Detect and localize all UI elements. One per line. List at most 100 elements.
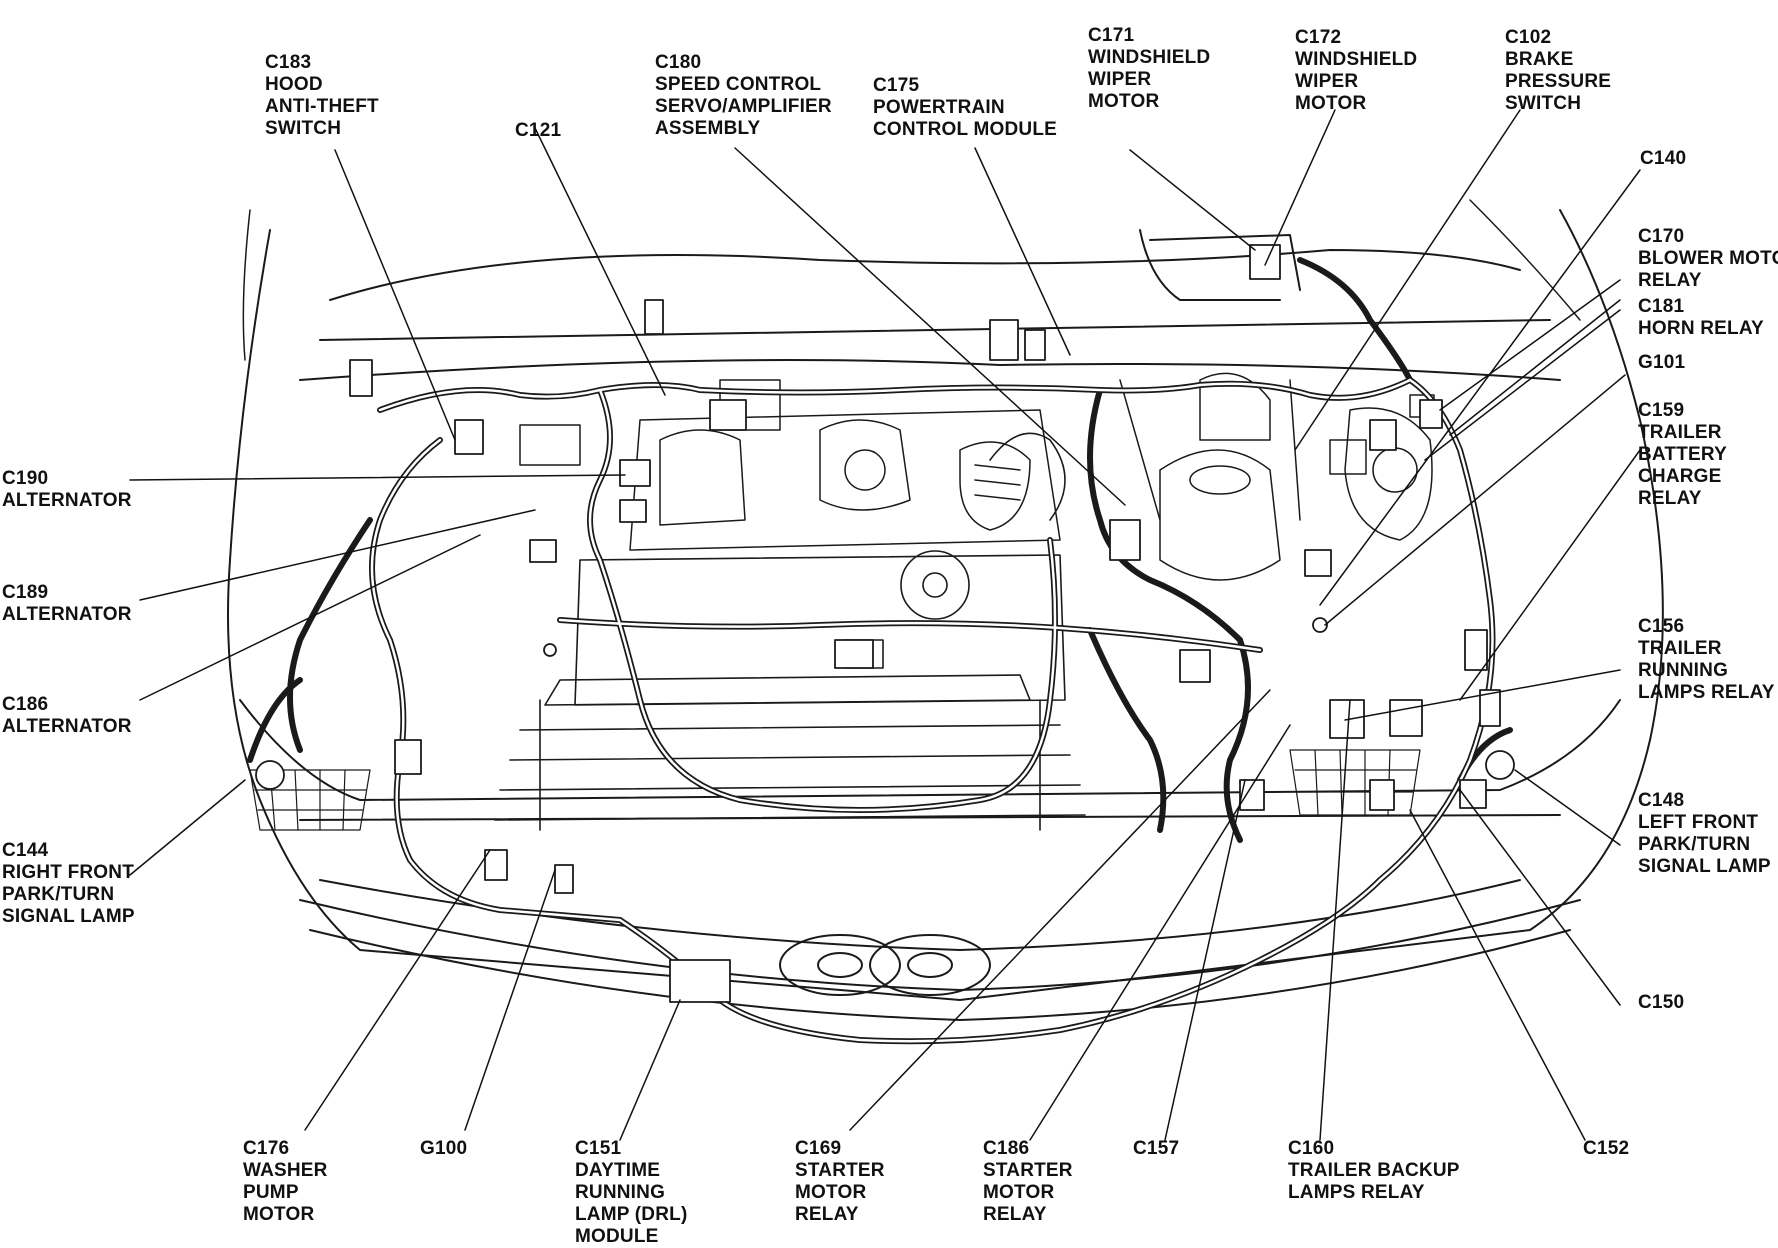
callout-line: LEFT FRONT bbox=[1638, 812, 1759, 833]
callout-c148-left-front-park-turn-signal-lamp: C148 LEFT FRONT PARK/TURN SIGNAL LAMP bbox=[1638, 790, 1771, 878]
callout-c183-hood-anti-theft-switch: C183 HOOD ANTI-THEFT SWITCH bbox=[265, 52, 379, 140]
callout-line: C180 bbox=[655, 52, 702, 73]
callout-c189-alternator: C189 ALTERNATOR bbox=[2, 582, 132, 626]
callout-leader-lines bbox=[129, 109, 1641, 1141]
callout-line: C169 bbox=[795, 1138, 842, 1159]
callout-c171-windshield-wiper-motor: C171 WINDSHIELD WIPER MOTOR bbox=[1088, 25, 1210, 113]
callout-line: C170 bbox=[1638, 226, 1685, 247]
callout-line: WIPER bbox=[1295, 71, 1359, 92]
connectors bbox=[255, 244, 1515, 1003]
callout-line: SPEED CONTROL bbox=[655, 74, 822, 95]
callout-line: C186 bbox=[2, 694, 49, 715]
callout-line: C176 bbox=[243, 1138, 290, 1159]
callout-line: BRAKE bbox=[1505, 49, 1574, 70]
callout-g100: G100 bbox=[420, 1138, 467, 1160]
callout-line: C157 bbox=[1133, 1138, 1180, 1159]
callout-line: C171 bbox=[1088, 25, 1135, 46]
callout-line: C189 bbox=[2, 582, 49, 603]
callout-line: G101 bbox=[1638, 352, 1686, 373]
callout-c176-washer-pump-motor: C176 WASHER PUMP MOTOR bbox=[243, 1138, 328, 1226]
callout-c181-horn-relay: C181 HORN RELAY bbox=[1638, 296, 1764, 340]
callout-line: RELAY bbox=[983, 1204, 1047, 1225]
callout-line: LAMP (DRL) bbox=[575, 1204, 688, 1225]
callout-line: WINDSHIELD bbox=[1088, 47, 1211, 68]
callout-line: WIPER bbox=[1088, 69, 1152, 90]
callout-line: HORN RELAY bbox=[1638, 318, 1764, 339]
callout-line: MOTOR bbox=[243, 1204, 315, 1225]
callout-line: RUNNING bbox=[1638, 660, 1729, 681]
callout-c160-trailer-backup-lamps-relay: C160 TRAILER BACKUP LAMPS RELAY bbox=[1288, 1138, 1460, 1204]
callout-line: MOTOR bbox=[1295, 93, 1367, 114]
callout-line: C160 bbox=[1288, 1138, 1335, 1159]
callout-line: SIGNAL LAMP bbox=[2, 906, 135, 927]
callout-g101: G101 bbox=[1638, 352, 1685, 374]
callout-line: STARTER bbox=[983, 1160, 1073, 1181]
callout-c151-drl-module: C151 DAYTIME RUNNING LAMP (DRL) MODULE bbox=[575, 1138, 687, 1248]
callout-c144-right-front-park-turn-signal-lamp: C144 RIGHT FRONT PARK/TURN SIGNAL LAMP bbox=[2, 840, 135, 928]
callout-line: ANTI-THEFT bbox=[265, 96, 379, 117]
callout-line: C151 bbox=[575, 1138, 622, 1159]
callout-c169-starter-motor-relay: C169 STARTER MOTOR RELAY bbox=[795, 1138, 885, 1226]
callout-line: C152 bbox=[1583, 1138, 1630, 1159]
callout-line: C144 bbox=[2, 840, 49, 861]
callout-line: C156 bbox=[1638, 616, 1685, 637]
callout-line: C102 bbox=[1505, 27, 1552, 48]
callout-line: ASSEMBLY bbox=[655, 118, 761, 139]
callout-line: C172 bbox=[1295, 27, 1342, 48]
callout-c190-alternator: C190 ALTERNATOR bbox=[2, 468, 132, 512]
callout-line: LAMPS RELAY bbox=[1288, 1182, 1425, 1203]
callout-line: PUMP bbox=[243, 1182, 299, 1203]
callout-line: C121 bbox=[515, 120, 562, 141]
callout-line: SWITCH bbox=[265, 118, 342, 139]
right-headlamp-grid bbox=[1289, 749, 1421, 816]
callout-line: C159 bbox=[1638, 400, 1685, 421]
callout-c186-starter-motor-relay: C186 STARTER MOTOR RELAY bbox=[983, 1138, 1073, 1226]
front-bumper bbox=[299, 899, 1581, 1021]
callout-c157: C157 bbox=[1133, 1138, 1179, 1160]
callout-line: C186 bbox=[983, 1138, 1030, 1159]
callout-c150: C150 bbox=[1638, 992, 1684, 1014]
callout-line: C181 bbox=[1638, 296, 1685, 317]
callout-line: HOOD bbox=[265, 74, 323, 95]
callout-c102-brake-pressure-switch: C102 BRAKE PRESSURE SWITCH bbox=[1505, 27, 1611, 115]
callout-line: CHARGE bbox=[1638, 466, 1722, 487]
callout-line: RELAY bbox=[1638, 270, 1702, 291]
wiring-harness bbox=[247, 257, 1513, 1045]
callout-line: C140 bbox=[1640, 148, 1687, 169]
callout-line: TRAILER bbox=[1638, 422, 1722, 443]
callout-line: MODULE bbox=[575, 1226, 659, 1247]
callout-line: C148 bbox=[1638, 790, 1685, 811]
callout-c121: C121 bbox=[515, 120, 561, 142]
callout-line: MOTOR bbox=[1088, 91, 1160, 112]
callout-line: POWERTRAIN bbox=[873, 97, 1005, 118]
callout-line: SERVO/AMPLIFIER bbox=[655, 96, 832, 117]
callout-line: ALTERNATOR bbox=[2, 716, 132, 737]
callout-line: STARTER bbox=[795, 1160, 885, 1181]
engine-block bbox=[519, 372, 1435, 581]
callout-line: C190 bbox=[2, 468, 49, 489]
callout-line: TRAILER BACKUP bbox=[1288, 1160, 1460, 1181]
callout-line: RELAY bbox=[1638, 488, 1702, 509]
callout-line: SIGNAL LAMP bbox=[1638, 856, 1771, 877]
callout-line: RELAY bbox=[795, 1204, 859, 1225]
callout-c180-speed-control-servo: C180 SPEED CONTROL SERVO/AMPLIFIER ASSEM… bbox=[655, 52, 832, 140]
callout-line: DAYTIME bbox=[575, 1160, 661, 1181]
callout-line: WASHER bbox=[243, 1160, 328, 1181]
callout-c186-alternator: C186 ALTERNATOR bbox=[2, 694, 132, 738]
callout-line: RIGHT FRONT bbox=[2, 862, 135, 883]
callout-line: C175 bbox=[873, 75, 920, 96]
callout-line: MOTOR bbox=[983, 1182, 1055, 1203]
callout-c140: C140 bbox=[1640, 148, 1686, 170]
left-headlamp-grid bbox=[249, 769, 371, 831]
callout-line: G100 bbox=[420, 1138, 468, 1159]
callout-line: CONTROL MODULE bbox=[873, 119, 1057, 140]
callout-line: PRESSURE bbox=[1505, 71, 1612, 92]
callout-line: PARK/TURN bbox=[2, 884, 115, 905]
callout-line: ALTERNATOR bbox=[2, 604, 132, 625]
callout-line: C150 bbox=[1638, 992, 1685, 1013]
callout-line: BLOWER MOTOR bbox=[1638, 248, 1778, 269]
callout-c152: C152 bbox=[1583, 1138, 1629, 1160]
callout-line: WINDSHIELD bbox=[1295, 49, 1418, 70]
